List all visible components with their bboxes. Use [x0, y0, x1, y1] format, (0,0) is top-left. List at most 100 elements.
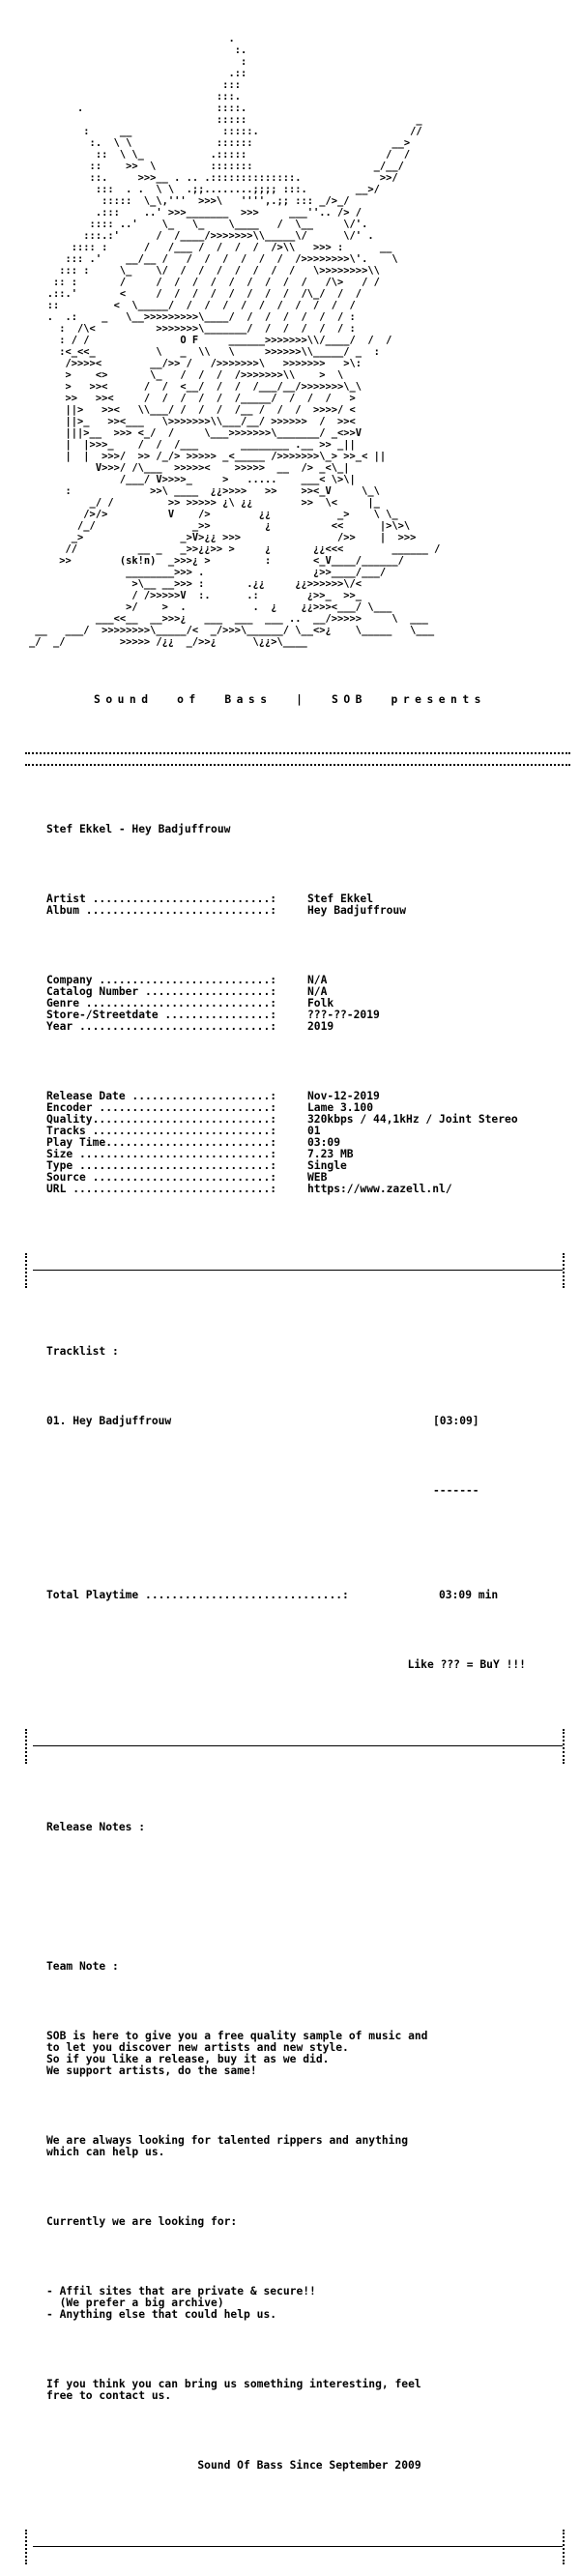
info-row: Catalog Number ...................:N/A [46, 986, 580, 998]
art-line: :::.:' / /____/>>>>>>>\\_____\/ \/' . [29, 230, 374, 242]
track-time: [03:09] [433, 1415, 479, 1427]
info-row: Source ...........................: WEB [46, 1172, 580, 1184]
release-notes-header: Release Notes : [46, 1821, 146, 1833]
info-row: Artist ...........................:Stef … [46, 893, 580, 905]
note-line: Currently we are looking for: [46, 2215, 238, 2228]
art-line: : __ :::::. // [29, 126, 422, 137]
info-row: Genre ............................: Folk [46, 998, 580, 1010]
note-line: - Anything else that could help us. [46, 2308, 277, 2321]
team-note-paragraph-5: If you think you can bring us something … [46, 2379, 580, 2402]
info-label: Catalog Number ...................: [46, 986, 277, 998]
art-line: _/ _/ >>>>> /¿¿ _/>>¿ \¿¿>\____ [29, 636, 307, 648]
info-row: Encoder ..........................:Lame … [46, 1102, 580, 1114]
note-line: to let you discover new artists and new … [46, 2041, 349, 2054]
art-line: . .: _ \__>>>>>>>>>\____/ / / / / / / : [29, 311, 356, 323]
info-label: Encoder ..........................: [46, 1102, 277, 1114]
info-group-technical: Release Date .....................: Nov-1… [46, 1091, 580, 1195]
art-line: :::: ..' \_ \_ \____ / \__ \/'. [29, 219, 368, 230]
art-line: // __ _ _>>¿¿>> > ¿ ¿¿<<< ______ / [29, 543, 441, 555]
info-label: Source ...........................: [46, 1172, 277, 1184]
art-line: > >>< / / <__/ / / /___/__/>>>>>>>\_\ [29, 381, 362, 393]
art-line: ::. >>>__ . .. .::::::::::::::. >>/ [29, 172, 398, 184]
info-value: 01 [307, 1125, 321, 1137]
info-row: Quality...........................:320kb… [46, 1114, 580, 1126]
team-note-paragraph-1: SOB is here to give you a free quality s… [46, 2031, 580, 2077]
info-label: Artist ...........................: [46, 893, 277, 905]
art-line: .::.' < / / / / / / / / /\_/ / / [29, 288, 362, 300]
info-row: URL ..............................:https… [46, 1184, 580, 1195]
art-line: ________>>> . ¿>>____/___/ [29, 567, 387, 578]
art-line: > <> \_ / / / />>>>>>>\\ > \ [29, 369, 344, 381]
art-line: :: >> \ ::::::: _/__/ [29, 161, 404, 172]
info-row: Album ............................:Hey B… [46, 905, 580, 917]
info-value: Nov-12-2019 [307, 1090, 380, 1102]
info-label: URL ..............................: [46, 1184, 277, 1195]
art-line: /___/ V>>>>_ > ..... ___< \>\| [29, 474, 356, 485]
art-line: ::: [29, 79, 241, 91]
art-line: :::. [29, 91, 241, 102]
info-value: 2019 [307, 1020, 334, 1033]
footer-line: Sound Of Bass Since September 2009 [197, 2459, 421, 2472]
art-line: >/ > . . ¿ ¿¿>>><___/ \___ [29, 601, 392, 613]
track-list: 01. Hey Badjuffrouw[03:09] [46, 1416, 580, 1427]
art-line: . ::::. [29, 102, 247, 114]
art-line: _> _>V>¿¿ >>> />> | >>> [29, 532, 417, 543]
note-line: which can help us. [46, 2146, 165, 2158]
divider-1 [25, 1253, 570, 1288]
nfo-document: . :. : .:: ::: :::. . [0, 10, 580, 2576]
art-line: V>>>/ /\___ >>>>>< >>>>> __ /> _<\_| [29, 462, 350, 474]
note-line: So if you like a release, buy it as we d… [46, 2053, 330, 2065]
tracklist-header: Tracklist : [46, 1345, 119, 1358]
info-label: Size .............................: [46, 1149, 277, 1160]
note-line: We are always looking for talented rippe… [46, 2134, 409, 2147]
info-label: Quality...........................: [46, 1114, 277, 1126]
art-line: . [29, 33, 235, 44]
art-line: : /\< >>>>>>>\_______/ / / / / / : [29, 323, 356, 335]
divider-3 [25, 2530, 570, 2564]
note-line: We support artists, do the same! [46, 2064, 257, 2077]
note-line: If you think you can bring us something … [46, 2378, 421, 2390]
total-label: Total Playtime .........................… [46, 1589, 349, 1601]
art-line: ||>_ >><___ \>>>>>>>\\___/__/ >>>>>> / >… [29, 416, 356, 427]
art-line: ___<<__ __>>>¿ ___ ___ ___ .. __/>>>>> \… [29, 613, 428, 625]
art-line: .:: [29, 68, 247, 79]
art-line: />>>>< __/>> / />>>>>>>\ >>>>>>> >\: [29, 358, 362, 369]
info-label: Genre ............................: [46, 998, 277, 1010]
art-line: __ ___/ >>>>>>>>\_____/< _/>>>\______/ \… [29, 625, 435, 636]
buy-line: Like ??? = BuY !!! [407, 1658, 526, 1671]
info-value: WEB [307, 1171, 328, 1184]
info-value: Single [307, 1159, 347, 1172]
info-row: Company ..........................:N/A [46, 975, 580, 986]
art-line: :: < \_____/ / / / / / / / / / / [29, 300, 356, 311]
info-row: Year .............................:2019 [46, 1021, 580, 1033]
art-line: : [29, 56, 247, 68]
total-playtime: Total Playtime .........................… [46, 1590, 580, 1601]
team-note-paragraph-2: We are always looking for talented rippe… [46, 2135, 580, 2158]
ascii-art-logo: . :. : .:: ::: :::. . [0, 33, 580, 648]
info-label: Release Date .....................: [46, 1091, 277, 1102]
release-title: Stef Ekkel - Hey Badjuffrouw [46, 823, 231, 835]
presents-line: Sound of Bass | SOB presents [94, 693, 486, 706]
art-line: :. \ \ :::::: __> [29, 137, 411, 149]
info-value: Folk [307, 997, 334, 1010]
art-line: ::: . . \ \ .;;........;;;; :::. __>/ [29, 184, 380, 195]
art-line: ::: .' __/__ / / / / / / / />>>>>>>>\'. … [29, 253, 398, 265]
art-line: >\__ __>>> : .¿¿ ¿¿>>>>>>\/< [29, 578, 362, 590]
team-note-header: Team Note : [46, 1960, 119, 1973]
art-line: _/ / >> >>>>> ¿\ ¿¿ >> \< |_ [29, 497, 380, 509]
art-line: .::: ..' >>>_______ >>> ___''.. /> / [29, 207, 362, 219]
art-line: :. [29, 44, 247, 56]
info-row: Store-/Streetdate ................:???-?… [46, 1010, 580, 1021]
art-line: ::::: \_\,''' >>>\ '''',.;; ::: _/>_/ [29, 195, 350, 207]
notes-section: Release Notes : Team Note : SOB is here … [0, 1799, 580, 2495]
note-line: (We prefer a big archive) [46, 2297, 224, 2309]
art-line: >> >>< / / / / / /_____/ / / / > [29, 393, 356, 404]
art-line: | | >>>/ >> /_/> >>>>> _<_____ />>>>>>>\… [29, 451, 387, 462]
note-line: - Affil sites that are private & secure!… [46, 2285, 316, 2298]
art-line: :::: : / /___ / / / / />\\ >>> : __ [29, 242, 392, 253]
info-value: N/A [307, 974, 328, 986]
art-line: / />>>>>V :. .: ¿>>_ >>_ [29, 590, 362, 601]
divider-2 [25, 1729, 570, 1764]
info-value: Hey Badjuffrouw [307, 904, 407, 917]
